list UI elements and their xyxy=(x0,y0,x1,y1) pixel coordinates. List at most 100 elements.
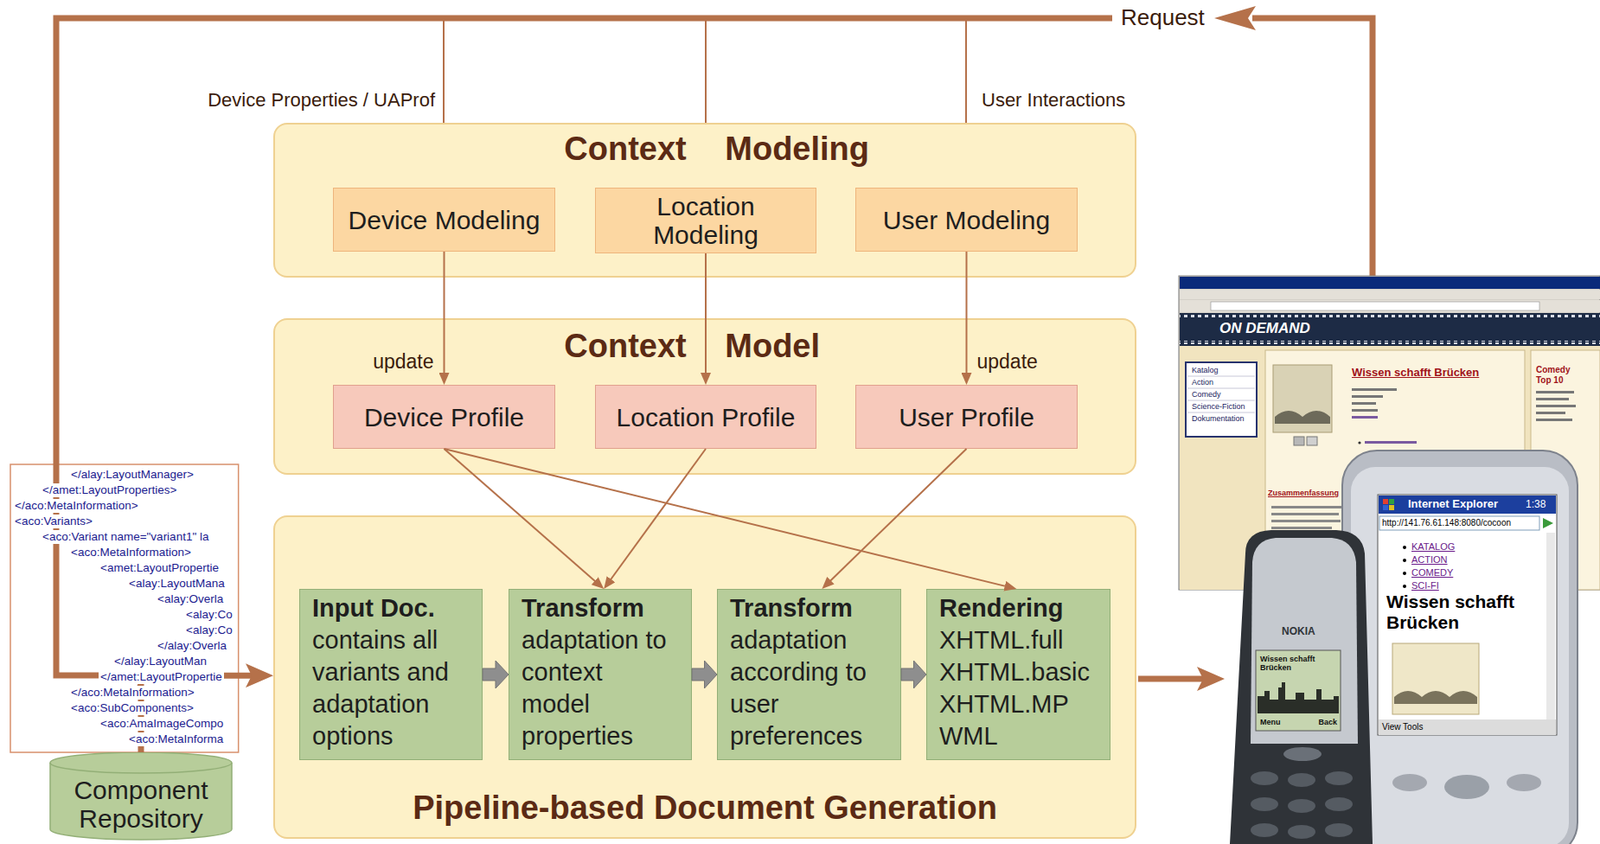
pda-device xyxy=(1378,719,1556,736)
pipeline-step: Transformadaptation to context model pro… xyxy=(508,588,692,761)
screen-text: http://141.76.61.148:8080/cocoon xyxy=(1382,518,1511,529)
nokia-phone xyxy=(1250,537,1358,744)
context-band: Context ModelingDevice Modeling Location … xyxy=(273,122,1137,278)
pda-device xyxy=(1402,571,1407,576)
step-body: adaptation to context model properties xyxy=(521,624,667,753)
connector xyxy=(704,253,707,378)
screen-text: KATALOG xyxy=(1411,541,1455,553)
browser-screenshot xyxy=(1179,289,1600,300)
pda-device xyxy=(1350,467,1569,844)
screen-text: Comedy xyxy=(1191,390,1222,399)
screen-text: Zusammenfassung xyxy=(1267,488,1339,498)
screen-text: Comedy Top 10 xyxy=(1536,364,1580,385)
profile-box: Device Profile xyxy=(332,384,556,449)
profile-box: Location Profile xyxy=(595,384,817,449)
pda-device xyxy=(1506,774,1542,792)
profile-box: User Profile xyxy=(855,384,1078,449)
box-label: Location Modeling xyxy=(619,192,793,250)
screen-text: Action xyxy=(1191,377,1214,387)
nokia-phone xyxy=(1287,825,1316,839)
connector xyxy=(826,448,967,584)
box-label: Device Modeling xyxy=(348,205,541,235)
xml-line: <aco:SubComponents> xyxy=(69,701,196,716)
xml-line: </aco:MetaInformation> xyxy=(69,685,197,700)
xml-frame xyxy=(10,464,239,753)
xml-line: <aco:AmaImageCompo xyxy=(98,716,225,731)
flow-label: User Interactions xyxy=(981,89,1126,111)
nokia-phone xyxy=(1229,530,1373,844)
browser-screenshot xyxy=(1306,436,1318,446)
pda-device xyxy=(1392,643,1479,715)
xml-line: <aco:MetaInforma xyxy=(127,732,225,747)
connector xyxy=(443,251,446,378)
modeling-box: Location Modeling xyxy=(595,187,817,254)
step-heading: Transform xyxy=(521,592,645,625)
pda-device xyxy=(1392,774,1428,792)
browser-screenshot xyxy=(1536,411,1566,415)
xml-line: <aco:MetaInformation> xyxy=(69,545,193,560)
browser-screenshot xyxy=(1364,441,1417,444)
flow-label: Device Properties / UAProf xyxy=(207,89,436,111)
connector xyxy=(608,448,706,584)
pda-device xyxy=(1388,499,1395,505)
modeling-box: User Modeling xyxy=(855,187,1078,252)
browser-screenshot xyxy=(1210,301,1540,311)
pda-device xyxy=(1402,545,1407,550)
step-heading: Rendering xyxy=(939,592,1063,625)
browser-screenshot xyxy=(1179,276,1600,289)
browser-screenshot xyxy=(1179,313,1600,346)
pipeline-step: Transformadaptation according to user pr… xyxy=(716,588,902,761)
screen-text: ON DEMAND xyxy=(1219,320,1311,338)
browser-screenshot xyxy=(1271,526,1332,530)
pipeline-arrow xyxy=(691,660,717,689)
browser-screenshot xyxy=(1293,436,1305,446)
screen-text: Wissen schafft Brücken xyxy=(1351,366,1479,380)
screen-text: Katalog xyxy=(1191,365,1219,375)
xml-line: <alay:Overla xyxy=(155,592,225,607)
nokia-phone xyxy=(1229,530,1373,844)
pda-device xyxy=(1402,584,1407,589)
step-body: adaptation according to user preferences xyxy=(729,624,876,753)
screen-text: Menu xyxy=(1260,717,1281,727)
screen-text: COMEDY xyxy=(1411,567,1453,579)
browser-screenshot xyxy=(1351,388,1397,391)
xml-line: </alay:LayoutMan xyxy=(112,654,209,669)
xml-line: <aco:Variants> xyxy=(12,514,95,529)
browser-screenshot xyxy=(1185,362,1257,437)
step-body: contains all variants and adaptation opt… xyxy=(312,624,458,753)
request-arrowhead xyxy=(1214,6,1256,31)
step-heading: Transform xyxy=(729,592,853,625)
pda-device xyxy=(1546,532,1556,720)
browser-screenshot xyxy=(1536,397,1569,401)
nokia-phone xyxy=(1324,797,1353,812)
xml-line: <aco:Variant name="variant1" la xyxy=(40,530,211,544)
xml-line: <amet:LayoutPropertie xyxy=(98,561,221,576)
browser-screenshot xyxy=(1187,388,1255,390)
pda-device xyxy=(1382,505,1389,511)
pda-device xyxy=(1382,499,1389,505)
screen-text: Back xyxy=(1318,717,1338,727)
connector xyxy=(444,448,600,585)
pipeline-arrow xyxy=(901,660,927,689)
box-label: User Profile xyxy=(898,403,1035,432)
flow-arrow xyxy=(140,675,258,753)
nokia-phone xyxy=(1287,799,1316,813)
cylinder-body xyxy=(50,752,232,840)
nokia-phone xyxy=(1250,797,1279,812)
pipeline-arrow xyxy=(482,660,509,689)
nokia-phone xyxy=(1250,823,1279,838)
connector xyxy=(444,448,1011,588)
connector xyxy=(966,251,968,378)
nokia-phone xyxy=(1283,747,1322,762)
screen-text: Dokumentation xyxy=(1191,414,1245,423)
pda-device xyxy=(1444,774,1490,800)
band-title: Context Modeling xyxy=(563,131,870,168)
nokia-phone xyxy=(1324,823,1353,838)
xml-line: <alay:LayoutMana xyxy=(127,576,227,591)
pda-device xyxy=(1394,691,1478,704)
step-body: XHTML.full XHTML.basic XHTML.MP WML xyxy=(939,624,1103,753)
brand-text: NOKIA xyxy=(1281,626,1316,639)
screen-text: View Tools xyxy=(1382,722,1423,733)
browser-screenshot xyxy=(1187,400,1255,402)
